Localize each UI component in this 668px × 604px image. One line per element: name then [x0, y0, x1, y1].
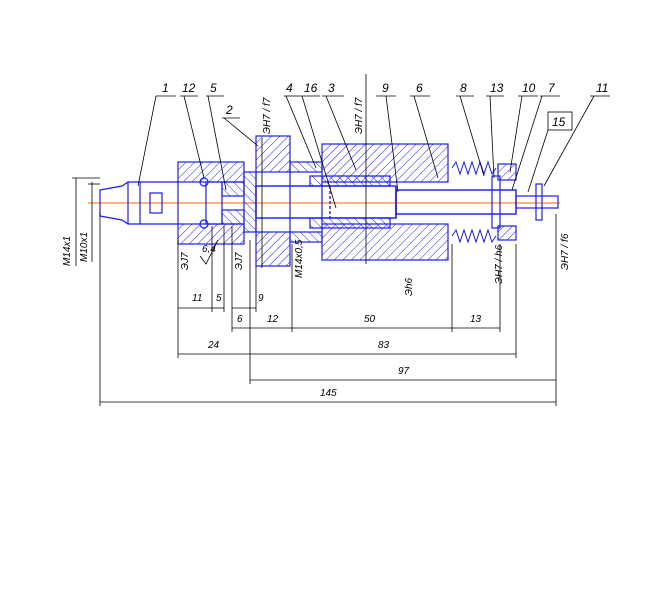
part-8-spring [451, 160, 497, 244]
fit-top-mid: ЭН7 / f7 [354, 97, 365, 134]
dim-145: 145 [320, 388, 337, 399]
part-label-4: 4 [286, 81, 293, 95]
thread-m14x1: M14x1 [62, 236, 73, 266]
part-label-16: 16 [304, 81, 318, 95]
part-2-block [255, 135, 291, 267]
part-10-cap [491, 163, 517, 241]
dim-50: 50 [364, 314, 376, 325]
fit-spring-side: ЭН7 / h6 [494, 244, 505, 284]
part-label-6: 6 [416, 81, 423, 95]
fit-lower-mid: ЭJ7 [234, 252, 245, 270]
part-label-8: 8 [460, 81, 467, 95]
part-label-9: 9 [382, 81, 389, 95]
part-label-2: 2 [225, 103, 233, 117]
roughness-mark: 6,4 [202, 244, 216, 255]
part-label-12: 12 [182, 81, 196, 95]
thread-m10x1: M10x1 [79, 232, 90, 262]
part-11-rod [515, 183, 559, 221]
part-label-15: 15 [552, 115, 566, 129]
dim-9: 9 [258, 293, 264, 304]
dim-11: 11 [192, 293, 202, 304]
fit-shaft: Эh6 [404, 278, 415, 297]
dim-12: 12 [267, 314, 279, 325]
part-label-1: 1 [162, 81, 169, 95]
part-3-body [321, 143, 449, 261]
part-9-plunger [255, 185, 517, 219]
part-label-13: 13 [490, 81, 504, 95]
dim-13: 13 [470, 314, 482, 325]
fit-lower-left: ЭJ7 [180, 252, 191, 270]
part-label-7: 7 [548, 81, 556, 95]
part-label-11: 11 [596, 81, 608, 95]
part-label-10: 10 [522, 81, 536, 95]
dimension-lines [72, 177, 557, 406]
part-label-5: 5 [210, 81, 217, 95]
dim-83: 83 [378, 340, 390, 351]
part-1-nozzle [99, 181, 179, 225]
thread-m14x05: M14x0,5 [294, 239, 305, 278]
fit-right-end: ЭН7 / f6 [560, 233, 571, 270]
part-12-housing [177, 161, 245, 245]
dim-97: 97 [398, 366, 410, 377]
dim-5: 5 [216, 293, 222, 304]
leader-lines [137, 74, 610, 268]
part-label-3: 3 [328, 81, 335, 95]
roughness-symbol [199, 239, 219, 265]
fit-top-left: ЭН7 / f7 [262, 97, 273, 134]
dim-6: 6 [237, 314, 243, 325]
dim-24: 24 [207, 340, 220, 351]
